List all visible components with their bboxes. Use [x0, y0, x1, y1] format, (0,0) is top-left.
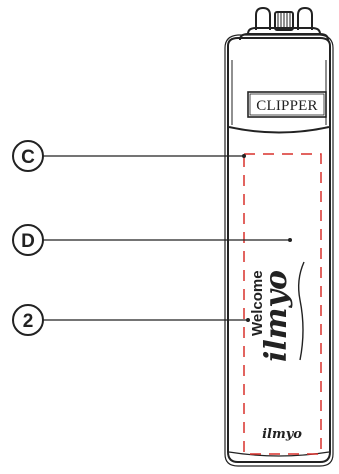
- callout-2: 2: [12, 304, 250, 336]
- script-flourish: [297, 261, 305, 361]
- callout-c: C: [12, 140, 246, 172]
- artwork: Welcome ilmyo: [249, 261, 305, 362]
- lighter-body-shadow: [224, 34, 334, 467]
- lighter-body-outline: [227, 37, 331, 463]
- callout-d-label: D: [21, 231, 35, 252]
- script-logo: ilmyo: [259, 270, 294, 362]
- callout-2-label: 2: [23, 311, 34, 332]
- bottom-logo: ilmyo: [262, 427, 302, 442]
- callout-c-label: C: [21, 147, 35, 168]
- lighter-base: [228, 451, 330, 457]
- print-area: [243, 153, 322, 455]
- callout-d: D: [12, 224, 292, 256]
- welcome-text: Welcome: [249, 270, 266, 336]
- hood-divider: [228, 126, 330, 134]
- brand-plate: CLIPPER: [247, 91, 327, 118]
- lighter: [224, 6, 334, 467]
- brand-label: CLIPPER: [256, 98, 317, 114]
